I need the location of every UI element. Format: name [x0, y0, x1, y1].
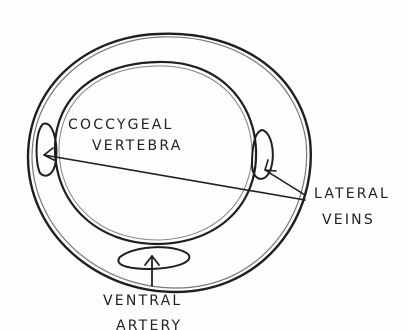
veins-label: VEINS [322, 212, 375, 228]
ventral-label: VENTRAL [103, 293, 182, 309]
tail-outer-outline [28, 34, 311, 292]
artery-label: ARTERY [116, 318, 182, 330]
coccygeal-label: COCCYGEAL [68, 117, 174, 133]
right-vein-leader-line [265, 170, 305, 195]
vertebra-label: VERTEBRA [92, 138, 182, 154]
left-vein-arrowhead [44, 148, 54, 160]
lateral-label: LATERAL [314, 186, 390, 202]
left-lateral-vein [37, 123, 57, 175]
